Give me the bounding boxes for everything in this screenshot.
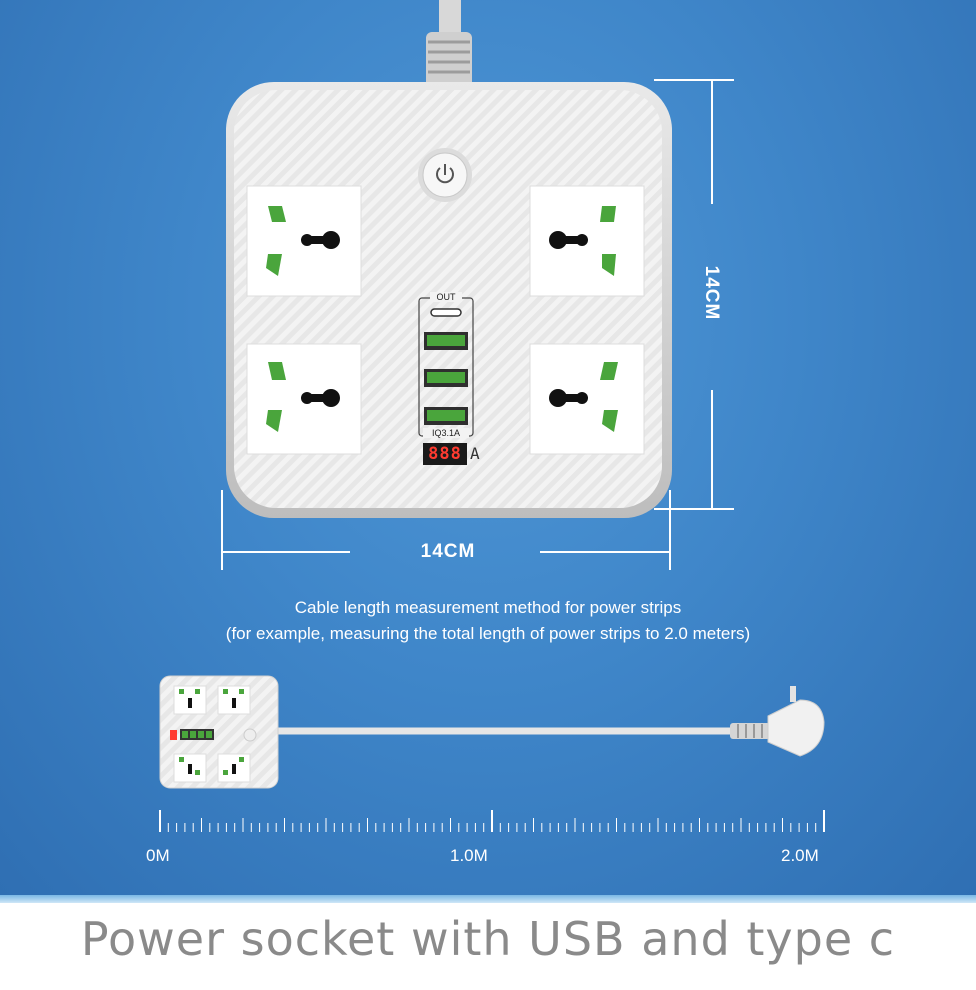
product-illustration xyxy=(159,0,825,832)
ruler-label-end: 2.0M xyxy=(781,846,819,865)
usb-current-label: IQ3.1A xyxy=(423,428,469,438)
ruler-label-middle: 1.0M xyxy=(450,846,488,865)
product-caption: Power socket with USB and type c xyxy=(80,912,896,966)
power-cable-top xyxy=(426,0,472,88)
power-button xyxy=(418,148,472,202)
usb-a-port-3 xyxy=(424,407,468,425)
socket-bottom-left xyxy=(246,343,362,455)
usb-type-c-port xyxy=(430,308,462,317)
width-label: 14CM xyxy=(420,541,476,562)
usb-a-port-2 xyxy=(424,369,468,387)
usb-out-label: OUT xyxy=(430,292,462,302)
caption-bar xyxy=(0,895,976,990)
measurement-ruler xyxy=(159,810,825,832)
usb-a-port-1 xyxy=(424,332,468,350)
caption-divider xyxy=(0,895,976,903)
width-dimension-lines xyxy=(221,490,671,570)
usb-port-panel xyxy=(418,297,474,437)
ruler-label-start: 0M xyxy=(146,846,170,865)
height-label: 14CM xyxy=(701,265,722,321)
socket-top-right xyxy=(529,185,645,297)
height-dimension-lines xyxy=(654,79,734,510)
socket-bottom-right xyxy=(529,343,645,455)
display-unit: A xyxy=(470,444,480,463)
measurement-note-line2: (for example, measuring the total length… xyxy=(225,624,751,643)
power-icon xyxy=(436,164,454,184)
strip-cable-diagram xyxy=(159,675,825,789)
measurement-note-line1: Cable length measurement method for powe… xyxy=(294,598,682,617)
product-image-stage: OUT IQ3.1A 888 A 14CM 14CM Cable length … xyxy=(0,0,976,895)
current-display xyxy=(423,443,467,465)
display-digits: 888 xyxy=(428,444,462,464)
socket-top-left xyxy=(246,185,362,297)
